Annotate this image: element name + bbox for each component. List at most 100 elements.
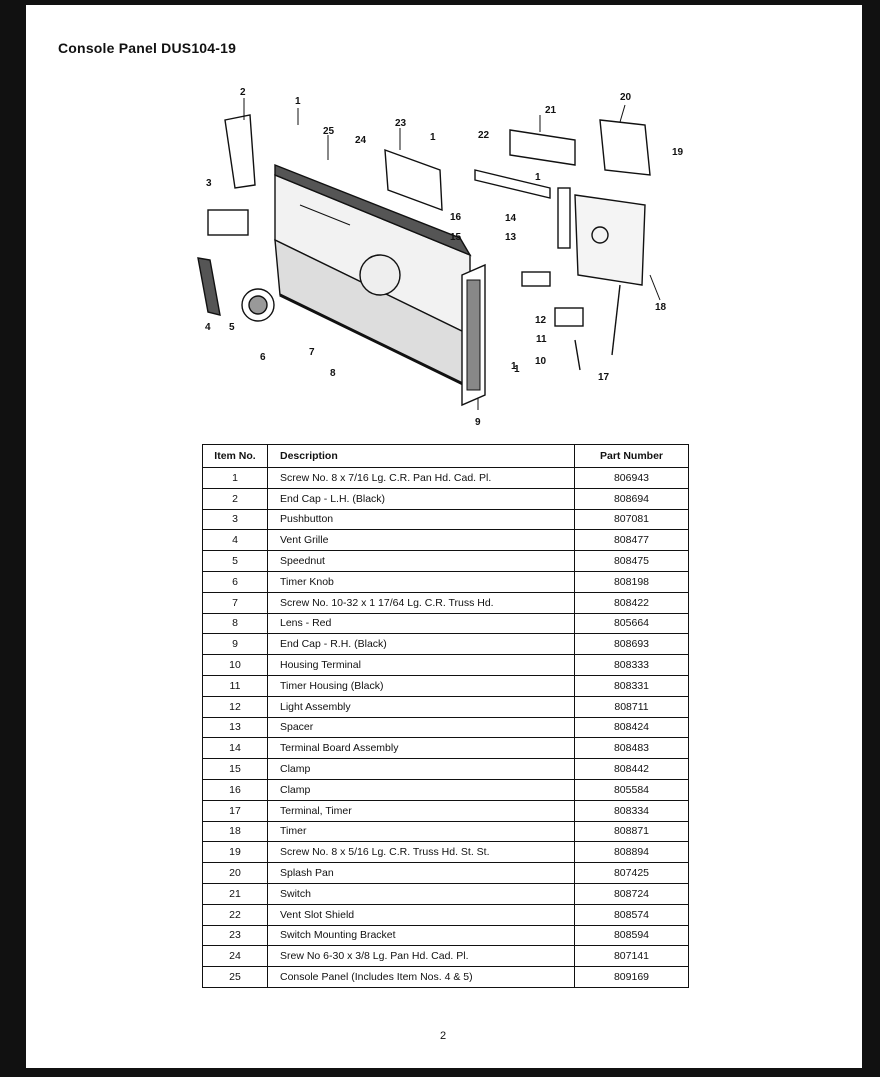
page-border-right [862, 0, 880, 1077]
description-cell: Console Panel (Includes Item Nos. 4 & 5) [267, 966, 575, 988]
description-cell: Terminal Board Assembly [267, 737, 575, 760]
part-number-cell: 808333 [574, 654, 689, 676]
callout-label: 11 [536, 334, 547, 345]
part-number-cell: 806943 [574, 467, 689, 489]
description-cell: Lens - Red [267, 612, 575, 635]
switch-mounting-bracket [384, 148, 443, 212]
item-number-cell: 21 [202, 882, 268, 905]
item-number-cell: 25 [202, 966, 268, 988]
callout-label: 6 [260, 352, 266, 363]
callout-label: 22 [478, 130, 490, 141]
callout-label: 8 [330, 368, 336, 379]
description-cell: Pushbutton [267, 508, 575, 531]
part-number-cell: 808693 [574, 633, 689, 656]
description-cell: Splash Pan [267, 862, 575, 884]
item-number-cell: 8 [202, 612, 268, 635]
page-border-top [0, 0, 880, 5]
callout-label: 15 [450, 232, 462, 243]
switch [509, 129, 576, 166]
callout-label: 21 [545, 105, 557, 116]
description-cell: Screw No. 10-32 x 1 17/64 Lg. C.R. Truss… [267, 591, 575, 614]
callout-label: 1 [535, 172, 541, 183]
description-cell: Clamp [267, 778, 575, 801]
part-number-cell: 805664 [574, 612, 689, 635]
item-number-cell: 22 [202, 903, 268, 926]
callout-labels: 2 1 25 24 23 1 22 21 20 19 3 16 14 15 13… [205, 87, 684, 428]
callout-label: 24 [355, 135, 367, 146]
description-cell: Vent Slot Shield [267, 903, 575, 926]
part-number-cell: 808694 [574, 487, 689, 510]
description-cell: Srew No 6-30 x 3/8 Lg. Pan Hd. Cad. Pl. [267, 945, 575, 968]
item-number-cell: 16 [202, 778, 268, 801]
item-number-cell: 11 [202, 674, 268, 697]
part-number-cell: 805584 [574, 778, 689, 801]
description-cell: Timer Housing (Black) [267, 674, 575, 697]
part-number-cell: 808198 [574, 570, 689, 593]
part-number-cell: 808475 [574, 550, 689, 572]
terminal-board [557, 187, 571, 249]
description-cell: Screw No. 8 x 7/16 Lg. C.R. Pan Hd. Cad.… [267, 467, 575, 489]
part-number-cell: 808894 [574, 841, 689, 864]
part-number-cell: 808711 [574, 695, 689, 718]
description-cell: Timer Knob [267, 570, 575, 593]
callout-label: 16 [450, 212, 462, 223]
description-cell: Vent Grille [267, 529, 575, 552]
description-cell: End Cap - R.H. (Black) [267, 633, 575, 656]
item-number-cell: 4 [202, 529, 268, 552]
description-cell: Housing Terminal [267, 654, 575, 676]
callout-label: 20 [620, 92, 632, 103]
part-number-cell: 808594 [574, 924, 689, 947]
callout-label: 19 [672, 147, 684, 158]
vent-grille [197, 257, 221, 316]
item-number-cell: 24 [202, 945, 268, 968]
description-cell: Spacer [267, 716, 575, 739]
item-number-cell: 19 [202, 841, 268, 864]
item-number-cell: 1 [202, 467, 268, 489]
page-border-left [0, 0, 26, 1077]
callout-label: 18 [655, 302, 667, 313]
item-number-cell: 17 [202, 799, 268, 822]
item-number-cell: 23 [202, 924, 268, 947]
callout-label: 1 [514, 364, 520, 375]
part-number-cell: 808424 [574, 716, 689, 739]
column-header-description: Description [267, 444, 575, 468]
callout-label: 10 [535, 356, 547, 367]
callout-label: 25 [323, 126, 335, 137]
part-number-cell: 808483 [574, 737, 689, 760]
description-cell: Screw No. 8 x 5/16 Lg. C.R. Truss Hd. St… [267, 841, 575, 864]
end-cap-left [224, 114, 256, 189]
part-number-cell: 808724 [574, 882, 689, 905]
callout-label: 12 [535, 315, 547, 326]
part-number-cell: 808477 [574, 529, 689, 552]
part-number-cell: 808422 [574, 591, 689, 614]
item-number-cell: 18 [202, 820, 268, 843]
callout-label: 17 [598, 372, 610, 383]
timer [574, 194, 646, 286]
callout-label: 7 [309, 347, 315, 358]
splash-pan [599, 119, 651, 176]
item-number-cell: 2 [202, 487, 268, 510]
callout-label: 4 [205, 322, 211, 333]
part-number-cell: 808574 [574, 903, 689, 926]
description-cell: Clamp [267, 758, 575, 780]
item-number-cell: 6 [202, 570, 268, 593]
part-number-cell: 808331 [574, 674, 689, 697]
part-number-cell: 807141 [574, 945, 689, 968]
item-number-cell: 14 [202, 737, 268, 760]
part-number-cell: 809169 [574, 966, 689, 988]
description-cell: Switch [267, 882, 575, 905]
